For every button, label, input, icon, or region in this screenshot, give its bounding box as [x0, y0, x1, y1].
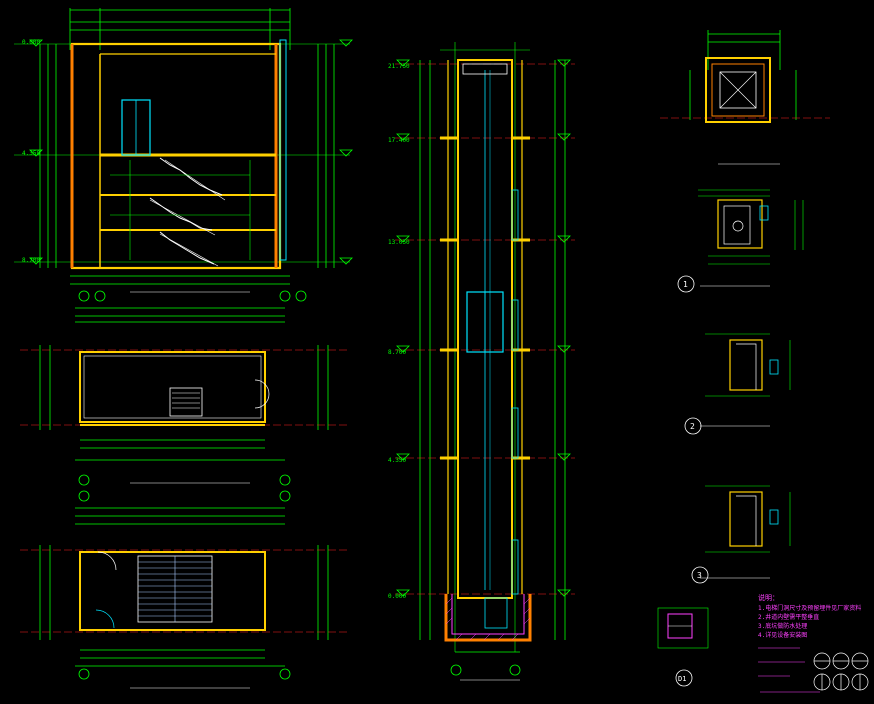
detail-number-2: 2 — [690, 422, 695, 431]
note-line: 3.底坑做防水处理 — [758, 622, 807, 630]
level-label: 17.400 — [388, 137, 410, 144]
notes-title: 说明： — [758, 593, 779, 602]
level-label: 8.700 — [388, 349, 406, 356]
detail-number-1: 1 — [683, 280, 688, 289]
level-label: 21.750 — [388, 63, 410, 70]
note-line: 1.电梯门洞尺寸及预留埋件见厂家资料 — [758, 604, 861, 612]
detail-number-3: 3 — [697, 571, 702, 580]
sill-detail — [657, 607, 709, 649]
door-detail-1 — [698, 189, 804, 287]
level-label: 4.350 — [22, 150, 40, 157]
level-label: 0.000 — [22, 39, 40, 46]
level-label: 8.700 — [22, 257, 40, 264]
machine-room-plan — [660, 30, 830, 165]
stair-plan-2 — [20, 507, 350, 689]
note-line: 4.详见设备安装图 — [758, 631, 807, 639]
level-label: 13.050 — [388, 239, 410, 246]
detail-number-d1: D1 — [678, 675, 686, 683]
legend-symbols — [813, 652, 869, 691]
stair-section-view — [14, 8, 350, 302]
door-detail-2 — [700, 333, 791, 427]
level-label: 4.350 — [388, 457, 406, 464]
note-line: 2.井道内壁需平整垂直 — [758, 613, 819, 621]
door-detail-3 — [700, 485, 791, 579]
stair-plan-1 — [20, 307, 350, 502]
level-markers — [29, 39, 571, 597]
elevator-shaft-section — [395, 42, 575, 681]
note-lines — [758, 647, 820, 693]
level-label: 0.000 — [388, 593, 406, 600]
